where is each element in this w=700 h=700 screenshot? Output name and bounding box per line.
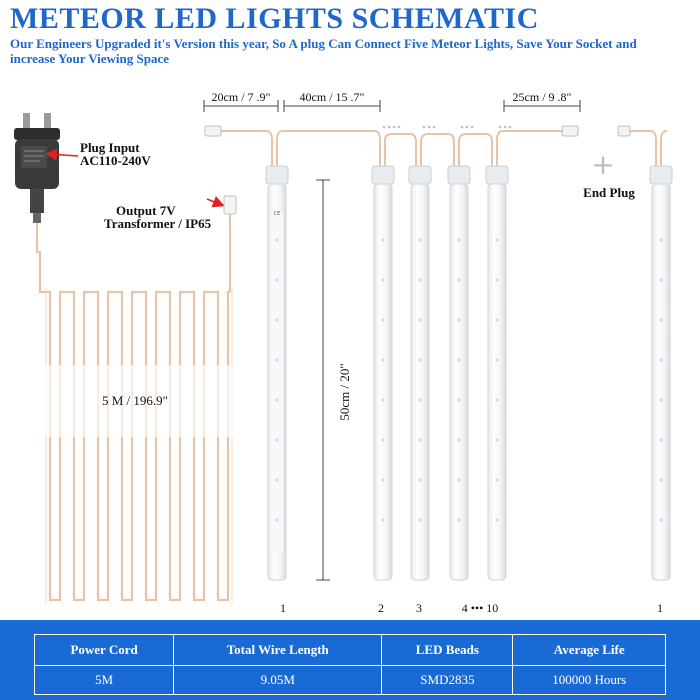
plus-sign: +	[591, 148, 614, 181]
power-adapter	[14, 113, 60, 236]
meteor-tube-2	[371, 165, 395, 581]
tube-length-label: 50cm / 20"	[337, 363, 352, 420]
meteor-tube-3	[408, 165, 432, 581]
tube-number: 4 ••• 10	[462, 601, 499, 615]
tube-number: 1	[657, 601, 663, 615]
spec-value-average-life: 100000 Hours	[512, 665, 666, 695]
power-cord	[35, 236, 232, 602]
spec-value-led-beads: SMD2835	[381, 665, 514, 695]
meteor-tube-10	[485, 165, 509, 581]
tube-number: 1	[280, 601, 286, 615]
dotted-continuation	[382, 125, 512, 129]
spec-value-total-wire-length: 9.05M	[173, 665, 383, 695]
output-connector	[223, 195, 237, 290]
svg-text:CE: CE	[274, 211, 281, 217]
meteor-tube-4	[447, 165, 471, 581]
output-label-line2: Transformer / IP65	[104, 216, 212, 231]
dimension-40cm-label: 40cm / 15 .7"	[300, 90, 365, 104]
dimension-40cm	[283, 100, 381, 112]
spec-value-row: 5M 9.05M SMD2835 100000 Hours	[33, 665, 666, 695]
dimension-20cm	[203, 100, 279, 112]
meteor-tube-1: CE	[265, 165, 289, 581]
tube-number: 3	[416, 601, 422, 615]
spec-table: Power Cord Total Wire Length LED Beads A…	[0, 620, 700, 700]
cord-length-label: 5 M / 196.9"	[102, 393, 168, 408]
spec-header-power-cord: Power Cord	[33, 634, 175, 666]
spec-value-power-cord: 5M	[33, 665, 175, 695]
tube-number: 2	[378, 601, 384, 615]
output-label-line1: Output 7V	[116, 203, 176, 218]
plug-input-arrow	[45, 148, 79, 161]
schematic-diagram: Plug Input AC110-240V Output 7V Transfor…	[14, 90, 673, 615]
end-plug-label: End Plug	[583, 185, 635, 200]
top-wiring	[204, 125, 668, 166]
spec-table-grid: Power Cord Total Wire Length LED Beads A…	[33, 634, 666, 695]
page-title: METEOR LED LIGHTS SCHEMATIC	[10, 2, 539, 35]
output-arrow	[206, 196, 225, 208]
dimension-25cm-label: 25cm / 9 .8"	[513, 90, 572, 104]
spec-header-led-beads: LED Beads	[381, 634, 514, 666]
spec-header-row: Power Cord Total Wire Length LED Beads A…	[33, 634, 666, 666]
dimension-25cm	[503, 100, 581, 112]
spec-header-average-life: Average Life	[512, 634, 666, 666]
spec-header-total-wire-length: Total Wire Length	[173, 634, 383, 666]
tube-length-dimension	[316, 179, 330, 581]
dimension-20cm-label: 20cm / 7 .9"	[212, 90, 271, 104]
plug-input-label-line2: AC110-240V	[80, 153, 151, 168]
plug-input-label-line1: Plug Input	[80, 140, 140, 155]
meteor-tube-end	[649, 165, 673, 581]
page-subtitle: Our Engineers Upgraded it's Version this…	[10, 36, 637, 66]
led-beads	[275, 238, 663, 522]
